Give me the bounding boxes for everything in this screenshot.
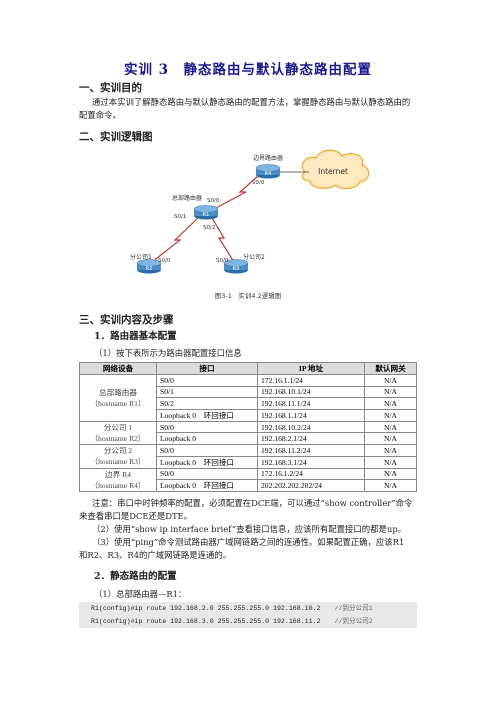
device-name-line: 分公司 1	[103, 422, 133, 432]
topology-diagram: Internet R4 边界路由器 S0/0 R1 总部路由器 S0/0 S0/…	[130, 149, 370, 300]
device-cell: 边界 R4（hostname R4）	[79, 467, 157, 493]
gateway-cell: N/A	[364, 467, 417, 481]
ip-cell: 192.168.11.1/24	[257, 397, 365, 410]
note-step2: （2）使用“show ip interface brief”查看接口信息，应该所…	[92, 524, 407, 534]
device-name-line: 边界 R4	[105, 469, 131, 479]
table-header-row: 网络设备 接口 IP 地址 默认网关	[79, 362, 417, 375]
ip-cell: 192.168.11.2/24	[257, 443, 365, 457]
interface-cell: S0/0	[156, 467, 258, 481]
ip-cell: 192.168.10.1/24	[257, 385, 365, 399]
interface-cell: Loopback 0	[156, 432, 258, 445]
device-name-line: （hostname R4）	[90, 480, 146, 490]
interface-cell: S0/0	[156, 374, 258, 387]
header-ip: IP 地址	[257, 362, 365, 375]
diagram-caption: 图3-1 实训4.2逻辑图	[215, 291, 281, 300]
label-border-router: 边界路由器	[253, 154, 283, 162]
link-r1-r3	[211, 217, 235, 263]
device-name-line: 分公司 2	[103, 446, 133, 456]
ip-cell: 202.202.202.202/24	[257, 479, 365, 493]
purpose-text-line1: 通过本实训了解静态路由与默认静态路由的配置方法，掌握静态路由与默认静态路由的	[92, 97, 411, 107]
section-heading-purpose: 一、实训目的	[79, 82, 142, 94]
svg-text:R3: R3	[233, 266, 240, 272]
gateway-cell: N/A	[364, 374, 417, 387]
label-if-r2: S0/0	[158, 258, 171, 264]
interface-cell: Loopback 0 环回接口	[156, 479, 258, 493]
ip-cell: 192.168.2.1/24	[257, 432, 365, 445]
note-step3-line1: （3）使用“ping”命令测试路由器广域网链路之间的连通性。如果配置正确，应该R…	[92, 537, 405, 547]
gateway-cell: N/A	[364, 385, 417, 399]
label-if-r1-s02: S0/2	[203, 225, 215, 231]
sub-heading-basic-config: 1．路由器基本配置	[94, 331, 177, 342]
step2-text: （1）总部路由器—R1：	[94, 589, 187, 599]
section-heading-steps: 三、实训内容及步骤	[79, 314, 174, 326]
svg-text:R4: R4	[265, 171, 272, 177]
link-r1-r4	[213, 175, 259, 210]
svg-text:R1: R1	[203, 212, 210, 218]
router-r4: R4	[255, 164, 281, 179]
link-r1-r2	[151, 217, 199, 263]
svg-text:R2: R2	[146, 266, 153, 272]
gateway-cell: N/A	[364, 479, 417, 493]
ip-cell: 192.168.1.1/24	[257, 408, 365, 422]
device-name-line: （hostname R2）	[90, 433, 146, 443]
code-line: R1(config)#ip route 192.168.2.0 255.255.…	[91, 605, 373, 612]
note-line2: 来查看串口是DCE还是DTE。	[79, 511, 193, 521]
label-core-router: 总部路由器	[172, 194, 202, 202]
header-device: 网络设备	[79, 362, 157, 375]
header-gateway: 默认网关	[364, 362, 417, 375]
interface-cell: S0/0	[156, 443, 258, 457]
interface-cell: Loopback 0 环回接口	[156, 455, 258, 469]
ip-cell: 172.16.1.2/24	[257, 467, 365, 481]
interface-cell: Loopback 0 环回接口	[156, 408, 258, 422]
note-line1: 注意：串口中时钟频率的配置，必须配置在DCE端，可以通过“show contro…	[92, 498, 413, 508]
code-block: R1(config)#ip route 192.168.2.0 255.255.…	[79, 602, 417, 628]
interface-cell: S0/2	[156, 397, 258, 410]
device-cell: 分公司 2（hostname R3）	[79, 443, 157, 469]
label-if-r1-s01: S0/1	[174, 214, 186, 220]
label-branch2: 分公司2	[243, 253, 265, 261]
internet-label: Internet	[318, 167, 348, 176]
label-branch1: 分公司1	[130, 253, 152, 261]
router-r1: R1	[193, 205, 219, 220]
step1-text: （1）按下表所示为路由器配置接口信息	[94, 348, 242, 358]
ip-cell: 172.16.1.1/24	[257, 374, 365, 387]
interface-config-table: 网络设备 接口 IP 地址 默认网关 总部路由器（hostname R1）S0/…	[79, 362, 417, 493]
internet-cloud: Internet	[301, 149, 370, 189]
ip-cell: 192.168.10.2/24	[257, 420, 365, 434]
section-heading-diagram: 二、实训逻辑图	[79, 131, 153, 143]
links	[151, 171, 309, 263]
sub-heading-static-route: 2．静态路由的配置	[94, 571, 177, 582]
router-r2: R2	[136, 259, 162, 274]
code-line: R1(config)#ip route 192.168.3.0 255.255.…	[91, 618, 373, 625]
header-interface: 接口	[156, 362, 258, 375]
note-step3-line2: 和R2、R3、R4的广域网链路是连通的。	[79, 550, 232, 560]
interface-cell: S0/1	[156, 385, 258, 399]
device-cell: 总部路由器（hostname R1）	[79, 374, 157, 422]
label-if-r1-s00: S0/0	[207, 198, 220, 204]
gateway-cell: N/A	[364, 397, 417, 410]
gateway-cell: N/A	[364, 443, 417, 457]
router-r3: R3	[223, 259, 249, 274]
label-if-r4: S0/0	[252, 180, 265, 186]
page-title: 实训 3 静态路由与默认静态路由配置	[123, 62, 373, 78]
device-name-line: （hostname R1）	[90, 398, 146, 408]
interface-cell: S0/0	[156, 420, 258, 434]
device-cell: 分公司 1（hostname R2）	[79, 420, 157, 445]
device-name-line: 总部路由器	[99, 387, 137, 397]
gateway-cell: N/A	[364, 420, 417, 434]
gateway-cell: N/A	[364, 432, 417, 445]
gateway-cell: N/A	[364, 455, 417, 469]
purpose-text-line2: 配置命令。	[79, 110, 121, 120]
label-if-r3: S0/0	[216, 258, 229, 264]
ip-cell: 192.168.3.1/24	[257, 455, 365, 469]
gateway-cell: N/A	[364, 408, 417, 422]
device-name-line: （hostname R3）	[90, 457, 146, 467]
